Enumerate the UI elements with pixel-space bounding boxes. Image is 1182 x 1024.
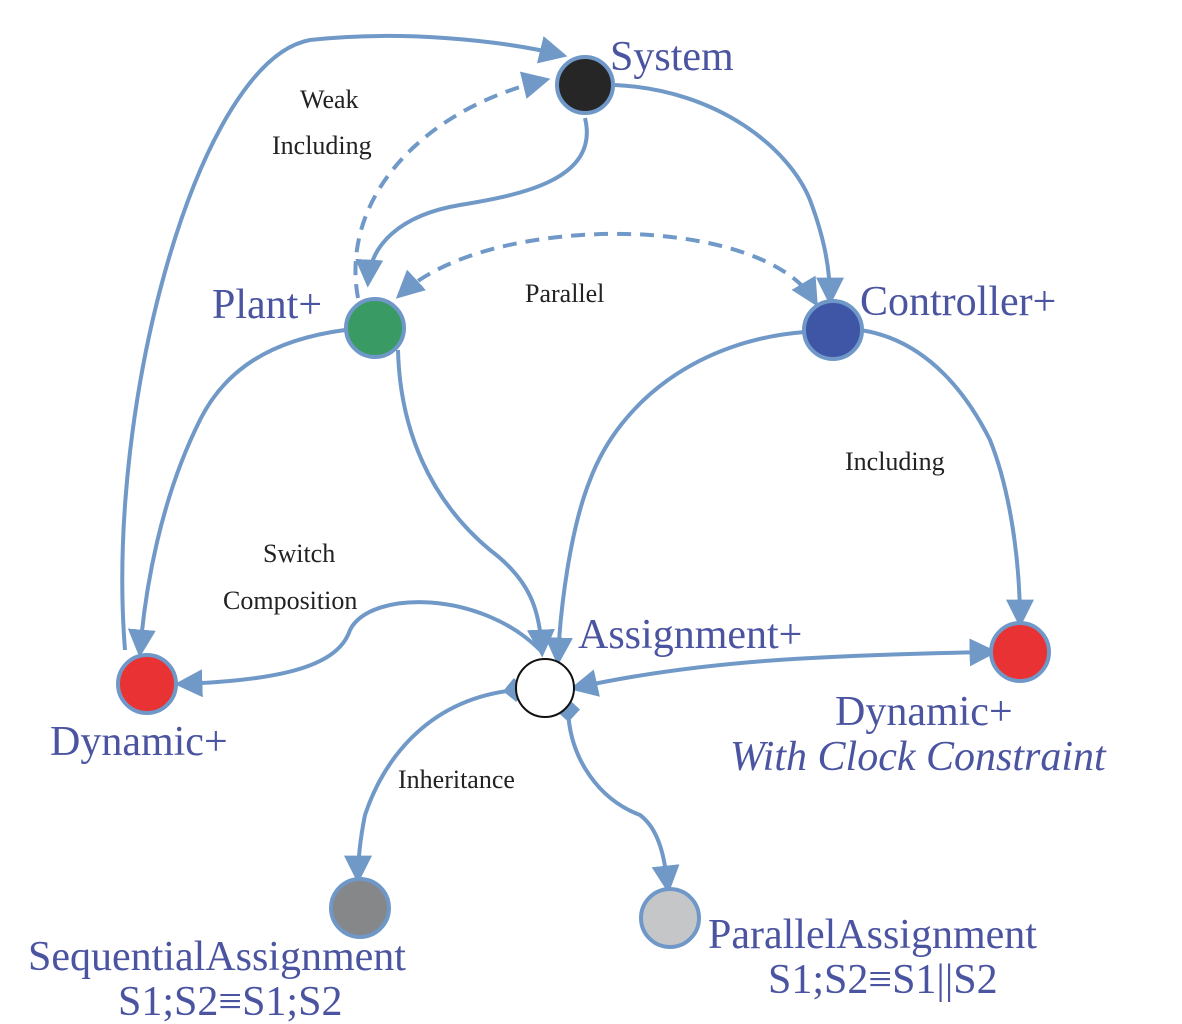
switch-label-1: Switch <box>263 539 335 568</box>
inheritance-label: Inheritance <box>398 765 515 794</box>
parallel-assignment-label: ParallelAssignment <box>708 912 1037 958</box>
edge-system-to-plant <box>355 117 589 288</box>
edge-assignment-dynamic-clock <box>569 638 998 697</box>
assignment-node <box>515 658 575 718</box>
dynamic-left-node <box>116 653 178 715</box>
edge-controller-to-dynamic-clock <box>859 328 1034 628</box>
edge-weak-including <box>353 71 551 299</box>
system-label: System <box>610 34 734 80</box>
weak-including-label-2: Including <box>272 131 372 160</box>
dynamic-left-label: Dynamic+ <box>50 719 228 765</box>
edge-parallel <box>395 231 818 307</box>
edge-plant-to-assignment <box>396 349 555 658</box>
assignment-label: Assignment+ <box>578 612 802 658</box>
sequential-sublabel: S1;S2≡S1;S2 <box>118 979 342 1024</box>
plant-node <box>344 297 406 359</box>
sequential-node <box>329 877 391 939</box>
edge-dynamic-to-system <box>120 34 568 651</box>
parallel-assignment-sublabel: S1;S2≡S1||S2 <box>768 957 998 1003</box>
weak-including-label-1: Weak <box>300 85 359 114</box>
switch-label-2: Composition <box>223 586 357 615</box>
parallel-label: Parallel <box>525 279 604 308</box>
controller-node <box>802 299 864 361</box>
edge-inheritance-parallel <box>556 698 680 894</box>
edge-inheritance-sequential <box>344 678 527 884</box>
including-label: Including <box>845 447 945 476</box>
controller-label: Controller+ <box>860 279 1056 325</box>
plant-label: Plant+ <box>212 282 322 328</box>
system-node <box>555 55 615 115</box>
dynamic-right-node <box>989 621 1051 683</box>
edge-switch-composition <box>174 600 542 698</box>
edge-controller-to-assignment <box>544 330 806 666</box>
parallel-assignment-node <box>639 887 701 949</box>
dynamic-right-sublabel: With Clock Constraint <box>730 734 1107 780</box>
edge-plant-to-dynamic <box>127 328 346 658</box>
sequential-label: SequentialAssignment <box>28 934 406 980</box>
dynamic-right-label: Dynamic+ <box>835 689 1013 735</box>
edge-system-to-controller <box>614 83 844 306</box>
